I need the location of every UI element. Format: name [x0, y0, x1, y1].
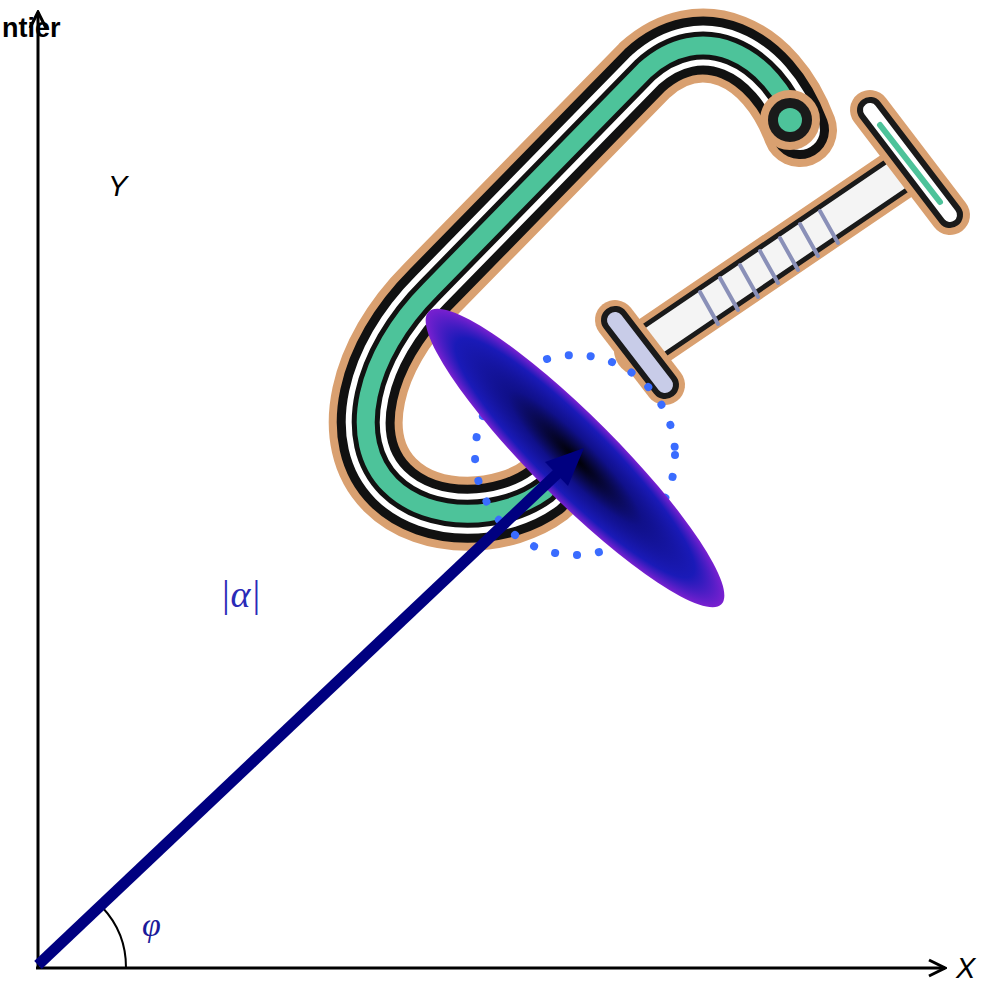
x-axis — [36, 967, 945, 970]
y-axis — [37, 12, 40, 968]
c-clamp — [366, 46, 950, 514]
axis-label: Y — [108, 170, 127, 203]
axes — [36, 12, 945, 968]
title-fragment: ntier — [2, 13, 61, 44]
angle-label: φ — [142, 906, 161, 944]
amplitude-vector — [38, 471, 560, 965]
vector-head — [545, 448, 584, 486]
angle-arc — [102, 907, 126, 968]
squeezed-ellipse — [399, 282, 751, 634]
axis-label: X — [956, 952, 975, 985]
amplitude-label: |α| — [220, 572, 261, 616]
